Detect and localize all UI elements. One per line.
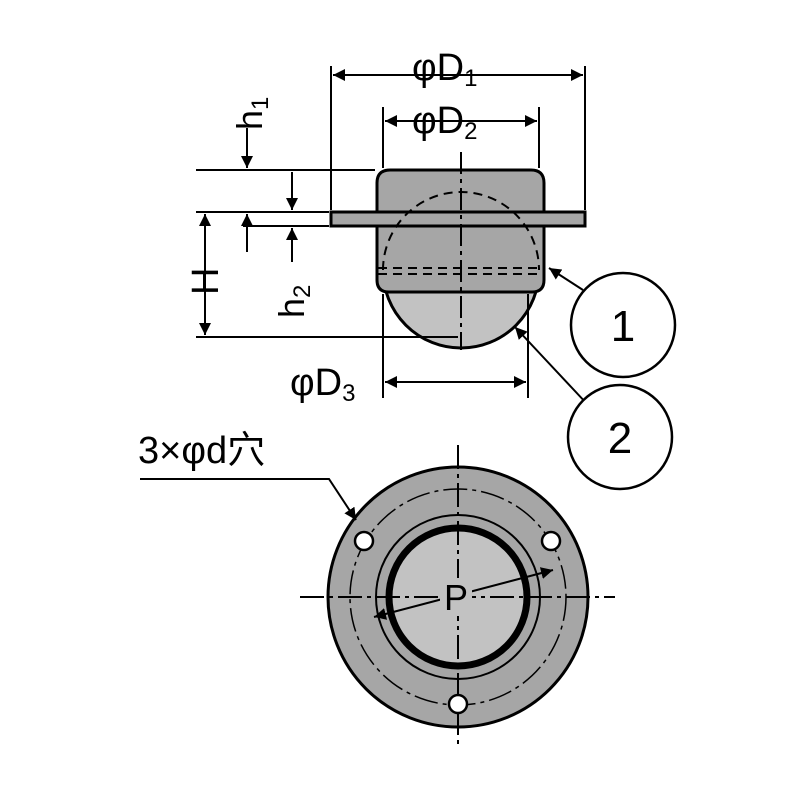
side-view: φD1 φD2 φD3 h1 h2 H 1 2: [185, 47, 677, 491]
flange: [329, 210, 587, 228]
callout-label-1: 1: [611, 302, 635, 351]
leader-line-2: [514, 326, 589, 406]
pitch-label-bg: [440, 578, 472, 616]
label-h1: h1: [229, 97, 274, 130]
callout-circle-2: [566, 383, 674, 491]
callout-label-2: 2: [608, 414, 632, 463]
label-D2: φD2: [412, 100, 477, 145]
hole-leader-line: [140, 478, 357, 521]
hole-spec-label: 3×φd穴: [138, 430, 265, 472]
label-D3: φD3: [290, 362, 355, 407]
bottom-view: P 3×φd穴: [138, 430, 615, 748]
callout-circle-1: [569, 271, 677, 379]
leader-line-1: [548, 267, 584, 291]
mounting-hole: [447, 693, 469, 715]
pitch-label: P: [444, 577, 468, 618]
label-D1: φD1: [412, 47, 477, 92]
label-h2: h2: [271, 285, 316, 318]
mounting-hole: [540, 530, 562, 552]
mounting-hole: [353, 530, 375, 552]
housing-lower: [375, 224, 546, 294]
label-H: H: [185, 268, 227, 295]
